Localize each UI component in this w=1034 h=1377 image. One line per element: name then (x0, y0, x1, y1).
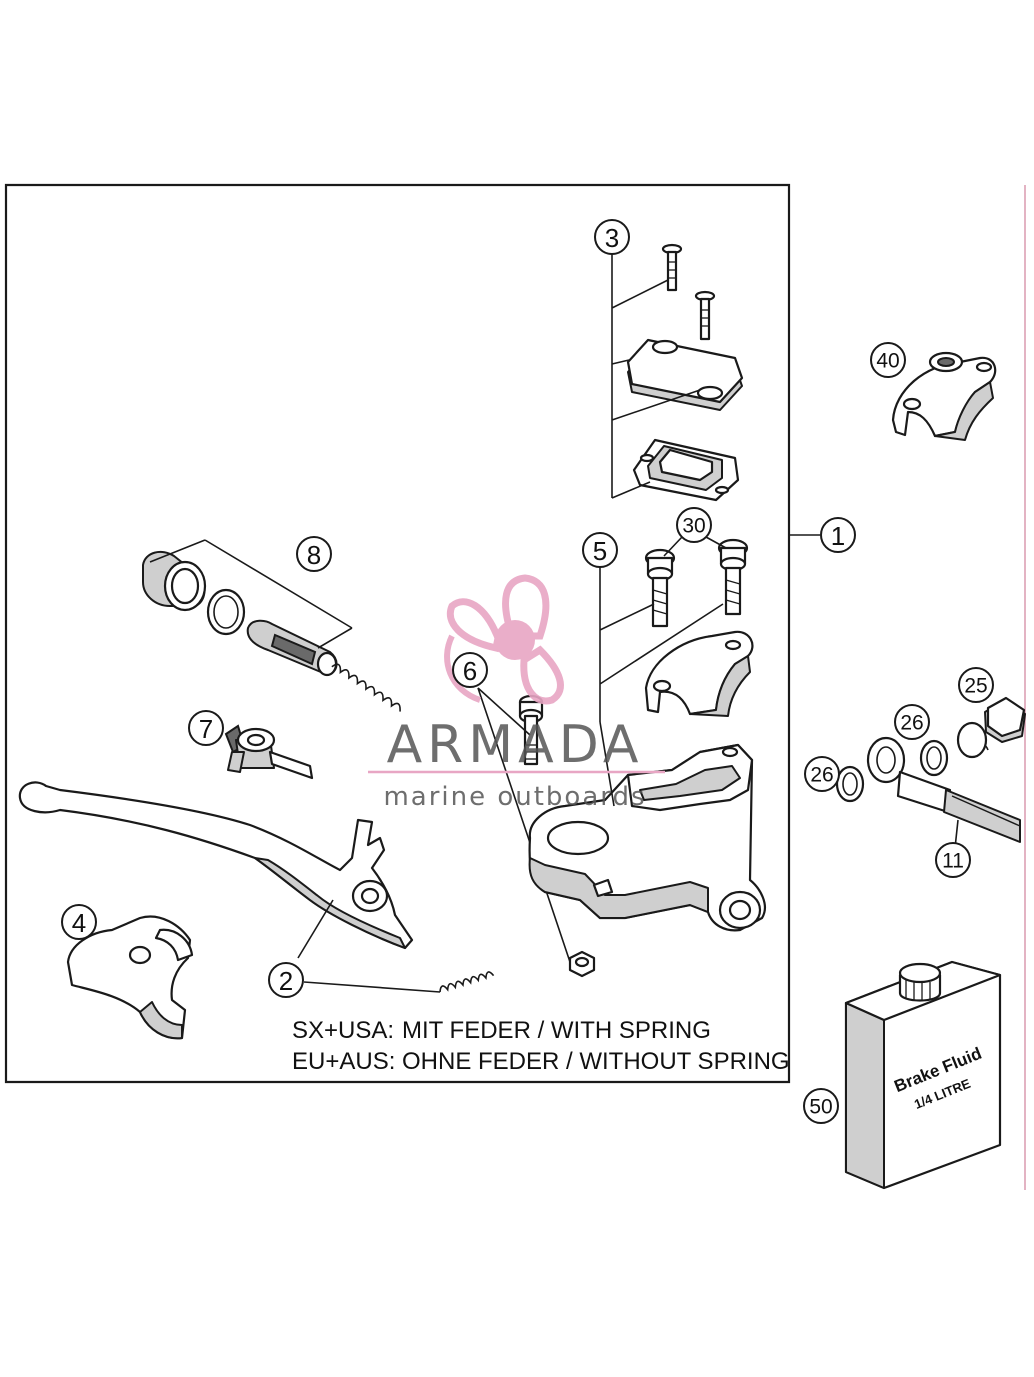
reservoir-cover (626, 338, 744, 411)
callout-1: 1 (820, 517, 856, 553)
callout-6: 6 (452, 652, 488, 688)
watermark-tagline: marine outboards (383, 782, 646, 812)
svg-text:50: 50 (809, 1096, 832, 1119)
svg-text:40: 40 (876, 350, 899, 373)
clamp-bolt-2 (717, 538, 749, 616)
part-40-clamp (891, 351, 997, 441)
assembly-frame (4, 183, 791, 1084)
part-4-lever-guard (66, 915, 194, 1040)
callout-7: 7 (188, 710, 224, 746)
part-5-handlebar-clamp (599, 566, 754, 722)
callout-25: 25 (958, 667, 994, 703)
pivot-nut (568, 950, 596, 978)
callout-30: 30 (663, 507, 727, 557)
lever-spring (303, 971, 495, 993)
master-cylinder-body (528, 721, 767, 932)
part-30-clamp-bolts (644, 538, 749, 628)
spring-notes: SX+USA: MIT FEDER / WITH SPRING EU+AUS: … (292, 1017, 790, 1075)
part-2-brake-lever (18, 781, 414, 959)
callout-40: 40 (870, 342, 906, 378)
svg-text:7: 7 (199, 714, 213, 744)
note-line2-text: OHNE FEDER / WITHOUT SPRING (402, 1048, 790, 1075)
callout-11: 11 (935, 842, 971, 878)
callout-2: 2 (268, 962, 304, 998)
armada-watermark: ARMADA marine outboards (368, 574, 665, 812)
part-26-washer-lower (835, 765, 865, 803)
svg-text:3: 3 (605, 223, 619, 253)
callout-26-upper: 26 (894, 704, 930, 740)
cover-screw-1 (661, 243, 683, 292)
note-line1-text: MIT FEDER / WITH SPRING (402, 1017, 711, 1044)
part-50-brake-fluid-bottle: Brake Fluid 1/4 LITRE (844, 960, 1002, 1190)
part-25-banjo-bolt (956, 696, 1026, 759)
callout-3: 3 (594, 219, 630, 255)
piston (246, 619, 338, 677)
svg-text:25: 25 (964, 675, 987, 698)
svg-text:26: 26 (900, 712, 923, 735)
note-line2-region: EU+AUS: (292, 1048, 395, 1075)
svg-text:26: 26 (810, 764, 833, 787)
part-7-lever-adjuster (224, 724, 314, 780)
svg-text:5: 5 (593, 536, 607, 566)
note-line1-region: SX+USA: (292, 1017, 394, 1044)
part-3-reservoir-cover-set (611, 243, 744, 502)
svg-text:8: 8 (307, 540, 321, 570)
svg-text:2: 2 (279, 966, 293, 996)
circlip (206, 588, 246, 636)
svg-text:6: 6 (463, 656, 477, 686)
svg-text:11: 11 (942, 850, 964, 873)
callout-8: 8 (296, 536, 332, 572)
part-8-piston-kit (142, 539, 401, 712)
svg-text:30: 30 (682, 515, 705, 538)
part-6-pivot-bolt (518, 694, 544, 766)
callout-26-lower: 26 (804, 756, 840, 792)
propeller-logo (444, 574, 564, 705)
bottle-cap (898, 962, 942, 1002)
svg-text:4: 4 (72, 908, 86, 938)
clamp-bolt-1 (644, 548, 676, 628)
part-6-leader (477, 687, 571, 963)
part-26-washer-upper (919, 739, 949, 777)
piston-spring (331, 663, 401, 712)
callout-4: 4 (61, 904, 97, 940)
piston-boot (142, 550, 207, 612)
callout-50: 50 (803, 1088, 839, 1124)
watermark-brand: ARMADA (387, 715, 644, 775)
part-11-brake-hose (866, 736, 1021, 849)
cover-screw-2 (694, 290, 716, 341)
callout-5: 5 (582, 532, 618, 568)
svg-text:1: 1 (831, 521, 845, 551)
reservoir-gasket (632, 438, 740, 502)
